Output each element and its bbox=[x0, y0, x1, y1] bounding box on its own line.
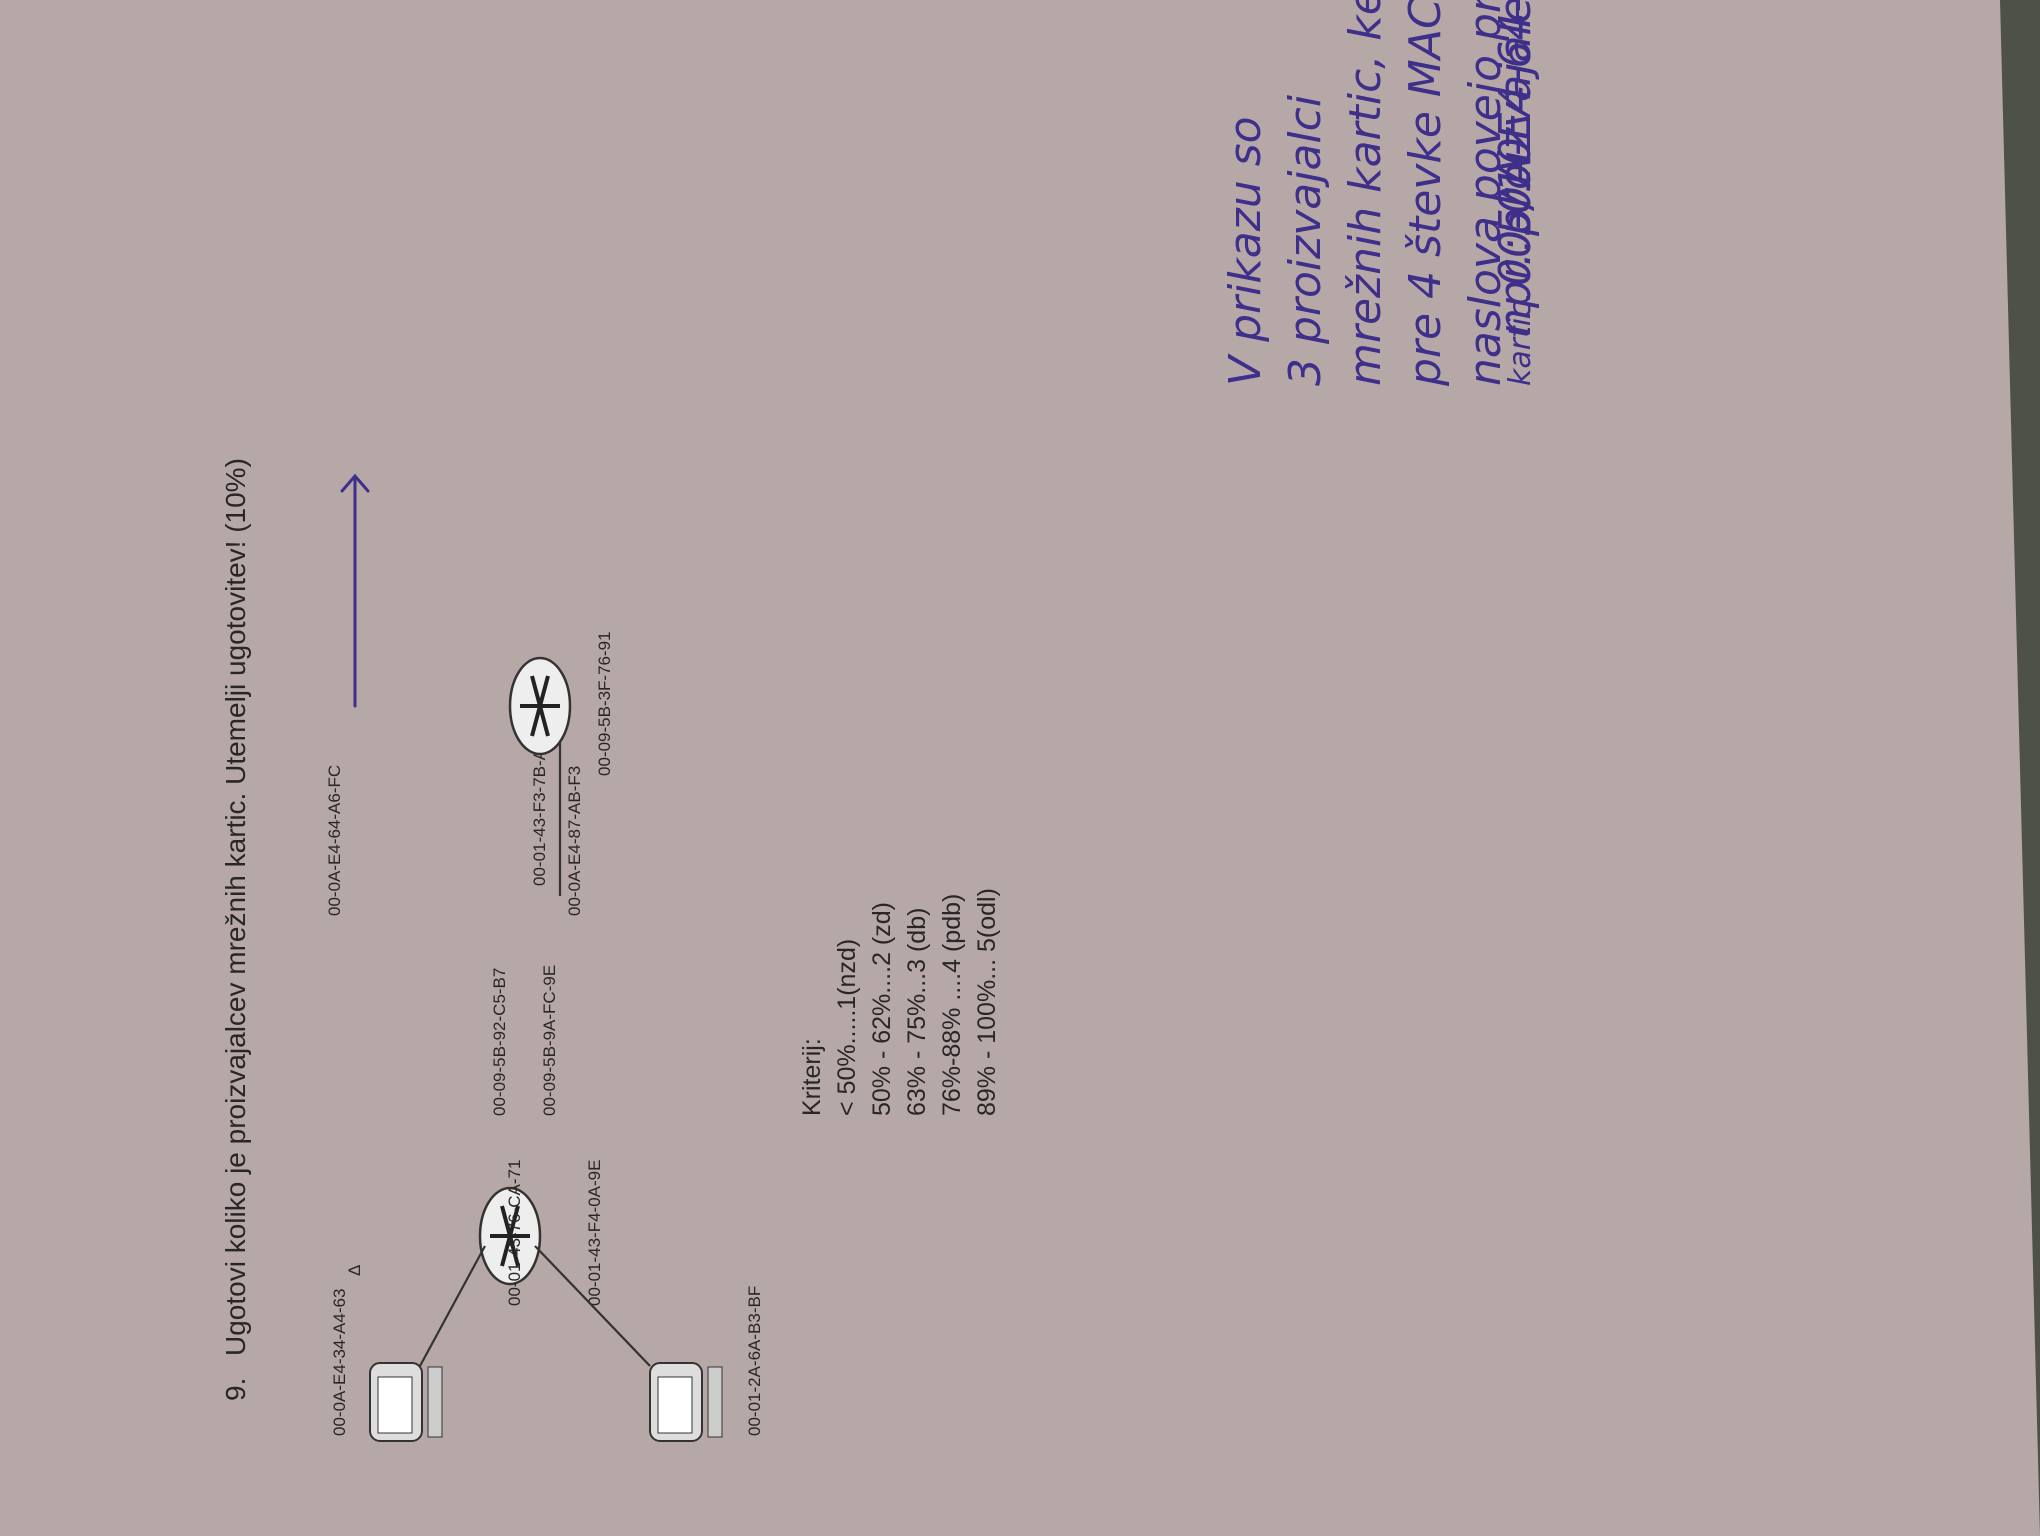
triangle-mark: Δ bbox=[345, 1265, 364, 1276]
handwritten-line: mrežnih kartic, ker bbox=[1340, 0, 1391, 386]
criteria-level: 89% - 100%... 5(odl) bbox=[973, 888, 1001, 1116]
cable bbox=[534, 1245, 651, 1367]
handwritten-example-label: proizvajalec bbox=[1490, 0, 1541, 237]
handwritten-line: pre 4 števke MAC bbox=[1400, 0, 1451, 387]
criteria-level: 76%-88% ....4 (pdb) bbox=[938, 894, 966, 1116]
handwritten-line: kartic. bbox=[1503, 292, 1538, 386]
handwritten-line: 3 proizvajalci bbox=[1280, 94, 1331, 386]
left-network: 00-0A-E4-34-A4-63 Δ 00-01-2A-6A-B3-BF 00… bbox=[330, 1160, 764, 1442]
question-number: 9. bbox=[220, 1378, 251, 1401]
right-router-port-top-mac: 00-09-5B-92-C5-B7 bbox=[490, 968, 509, 1116]
criteria-level: 50% - 62%....2 (zd) bbox=[868, 902, 896, 1116]
router-icon bbox=[508, 656, 572, 756]
handwritten-line: npr.: bbox=[1490, 237, 1541, 336]
handwritten-line: V prikazu so bbox=[1220, 116, 1271, 386]
handwritten-answer: V prikazu so 3 proizvajalci mrežnih kart… bbox=[340, 0, 1541, 708]
pc-bottom-right-mac: 00-0A-E4-87-AB-F3 bbox=[565, 766, 584, 916]
handwritten-grade: 5/10 bbox=[1490, 137, 1541, 236]
criteria-block: Kriterij: < 50%.....1(nzd) 50% - 62%....… bbox=[798, 888, 1001, 1116]
pc-top-left-mac: 00-0A-E4-34-A4-63 bbox=[330, 1289, 349, 1436]
pc-top-right-mac: 00-0A-E4-64-A6-FC bbox=[325, 765, 344, 916]
rotated-page-content: 9. Ugotovi koliko je proizvajalcev mrežn… bbox=[220, 0, 1541, 1442]
left-router-link-mac: 00-01-43-F3-7B-AA bbox=[530, 737, 549, 886]
criteria-level: 63% - 75%...3 (db) bbox=[903, 908, 931, 1116]
arrow-mark bbox=[340, 473, 370, 708]
left-router-port-bottom-mac: 00-01-43-F4-0A-9E bbox=[585, 1160, 604, 1306]
pc-icon bbox=[369, 1362, 443, 1442]
pc-icon bbox=[649, 1362, 723, 1442]
right-network: 00-0A-E4-64-A6-FC 00-0A-E4-87-AB-F3 00-0… bbox=[325, 656, 584, 1116]
right-router-link-mac: 00-09-5B-3F-76-91 bbox=[595, 631, 614, 776]
criteria-level: < 50%.....1(nzd) bbox=[833, 939, 861, 1116]
question-text: Ugotovi koliko je proizvajalcev mrežnih … bbox=[220, 458, 251, 1356]
criteria-title: Kriterij: bbox=[798, 1038, 826, 1116]
left-router-port-top-mac: 00-01-43-76-CA-71 bbox=[505, 1160, 524, 1306]
handwritten-line: naslova povejo proizvajalca bbox=[1460, 0, 1511, 386]
right-router-port-bottom-mac: 00-09-5B-9A-FC-9E bbox=[540, 965, 559, 1116]
cable bbox=[419, 1245, 486, 1367]
router-icon bbox=[478, 1186, 542, 1286]
handwritten-example-mac: 00-0A-E4-64-A6-FC bbox=[1490, 0, 1541, 286]
pc-bottom-left-mac: 00-01-2A-6A-B3-BF bbox=[745, 1286, 764, 1436]
